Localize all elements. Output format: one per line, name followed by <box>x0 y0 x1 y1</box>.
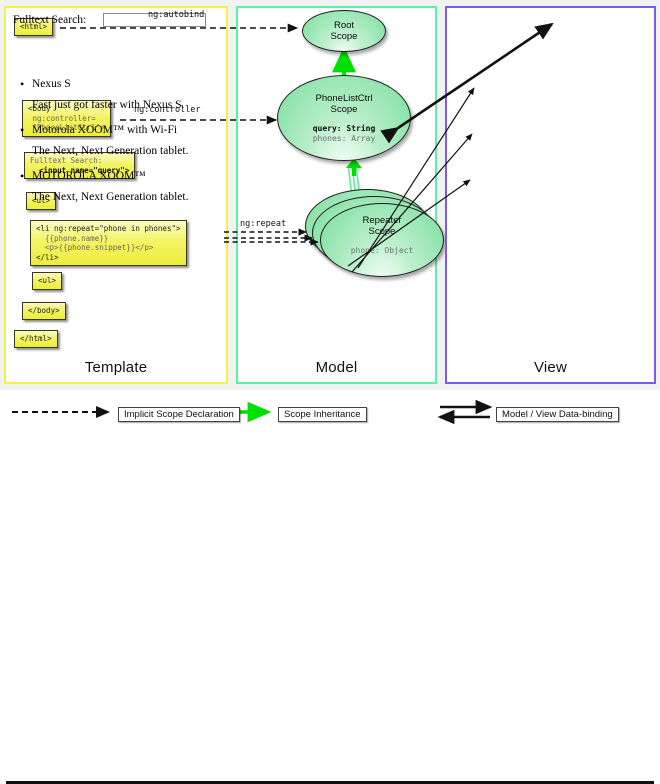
scope-oval-phonelistctrl: PhoneListCtrl Scope query: String phones… <box>277 75 411 161</box>
panel-view-label: View <box>533 359 568 376</box>
phone-snippet: The Next, Next Generation tablet. <box>32 145 189 157</box>
repeater-scope-prop-phone: phone: Object <box>350 246 414 255</box>
connector-label-ng-controller: ng:controller <box>134 105 201 115</box>
code-box-ul-close: <ul> <box>32 272 63 290</box>
connector-label-ng-autobind: ng:autobind <box>148 10 205 20</box>
ctrl-scope-prop-query: query: String <box>312 124 376 133</box>
panel-template-label: Template <box>84 359 148 376</box>
scope-oval-root: Root Scope <box>302 10 386 52</box>
ctrl-scope-title-1: PhoneListCtrl <box>315 93 373 104</box>
code-box-li-repeat: <li ng:repeat="phone in phones"> {{phone… <box>30 220 187 266</box>
repeater-scope-title-2: Scope <box>368 226 396 237</box>
diagram-canvas: Template <html> <body ng:controller= "Ph… <box>0 0 660 435</box>
root-scope-title-1: Root <box>333 20 355 31</box>
view-phone-list-item: Motorola XOOM™ with Wi-Fi The Next, Next… <box>20 123 212 157</box>
scope-oval-repeater: Repeater Scope phone: Object <box>320 203 444 277</box>
code-box-body-close: </body> <box>22 302 66 320</box>
phone-snippet: Fast just got faster with Nexus S. <box>32 99 185 111</box>
panel-model-label: Model <box>315 359 358 376</box>
view-search-input[interactable] <box>103 13 206 27</box>
code-box-html-open: <html> <box>14 18 54 36</box>
legend: Implicit Scope Declaration Scope Inherit… <box>0 390 660 784</box>
phone-snippet: The Next, Next Generation tablet. <box>32 191 189 203</box>
view-search-label: Fulltext Search: <box>13 14 87 26</box>
legend-label-scope-inheritance: Scope Inheritance <box>278 407 367 422</box>
legend-label-implicit-scope-declaration: Implicit Scope Declaration <box>118 407 240 422</box>
repeater-scope-title-1: Repeater <box>362 215 402 226</box>
phone-name: Nexus S <box>20 77 212 92</box>
ctrl-scope-prop-phones: phones: Array <box>312 134 376 143</box>
code-box-html-close: </html> <box>14 330 58 348</box>
view-phone-list-item: MOTOROLA XOOM™ The Next, Next Generation… <box>20 169 212 203</box>
root-scope-title-2: Scope <box>330 31 358 42</box>
view-phone-list-item: Nexus S Fast just got faster with Nexus … <box>20 77 212 111</box>
ctrl-scope-title-2: Scope <box>330 104 358 115</box>
panel-view: View <box>445 6 656 384</box>
legend-label-model-view-data-binding: Model / View Data-binding <box>496 407 619 422</box>
phone-name: Motorola XOOM™ with Wi-Fi <box>20 123 212 138</box>
phone-name: MOTOROLA XOOM™ <box>20 169 212 184</box>
code-box-ul-open: <ul> <box>26 192 57 210</box>
connector-label-ng-repeat: ng:repeat <box>240 219 287 229</box>
